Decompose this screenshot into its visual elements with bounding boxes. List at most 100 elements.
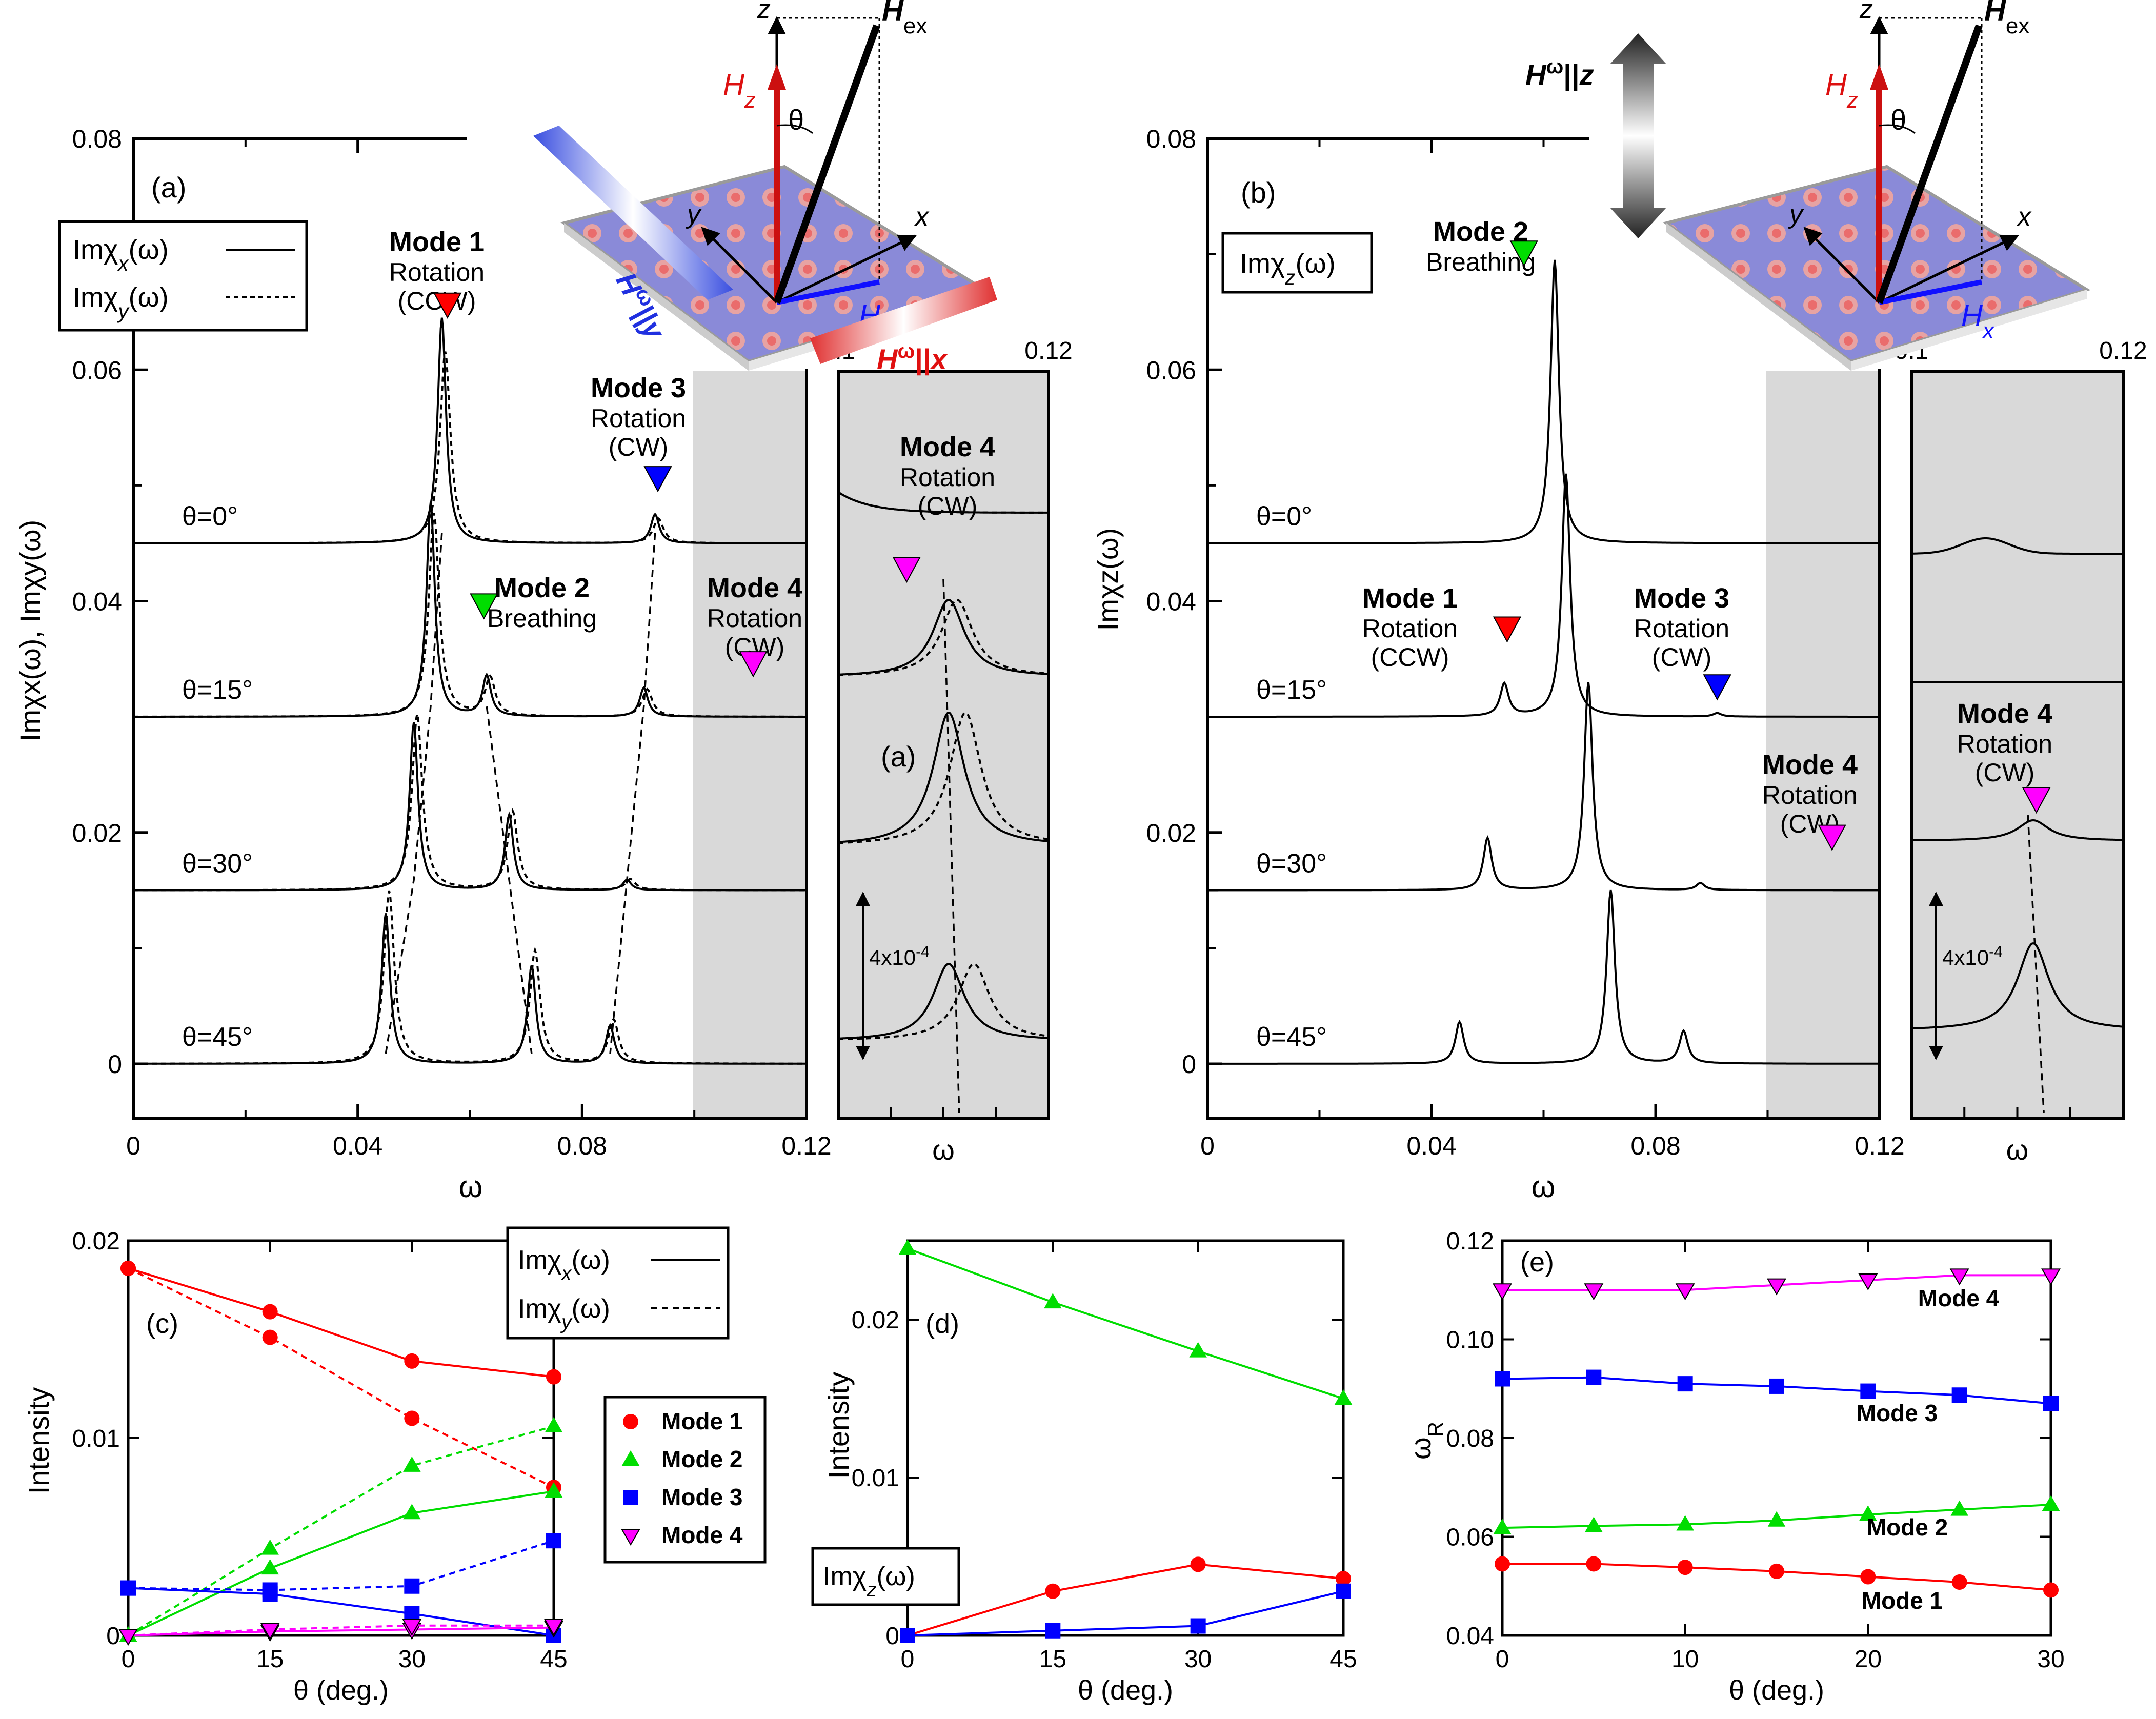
data-point (1495, 1556, 1510, 1572)
theta-label: θ (1890, 104, 1906, 136)
mode-annotation-title: Mode 4 (900, 432, 995, 462)
z-label: z (1859, 0, 1873, 24)
series-line (907, 1590, 1344, 1636)
x-tick-label: 0 (1200, 1131, 1215, 1160)
x-tick-label: 45 (540, 1646, 567, 1673)
data-point (262, 1329, 278, 1345)
legend-box (811, 1547, 960, 1606)
hx-arrow (1879, 279, 1982, 305)
legend-label-y: Imχy(ω) (73, 282, 169, 323)
data-point (403, 1456, 421, 1472)
data-point (404, 1353, 420, 1369)
data-point (1336, 1571, 1351, 1587)
hz-arrowhead (1870, 64, 1888, 90)
panel-label: (a) (151, 171, 186, 204)
y-tick-label: 0.02 (72, 819, 122, 847)
spectrum-curve-solid (1207, 473, 1880, 718)
data-point (545, 1417, 563, 1432)
h-omega-z-label: Hω||z (1525, 55, 1594, 91)
x-tick-label: 0.08 (1630, 1131, 1680, 1160)
h-omega-x-label: Hω||x (877, 340, 949, 376)
y-tick-label: 0.06 (72, 356, 122, 385)
y-axis-label: Intensity (23, 1387, 55, 1494)
x-tick-label: 0.08 (557, 1131, 607, 1160)
data-point (1950, 1500, 1968, 1516)
inset-curve (838, 962, 1049, 1041)
y-axis (701, 227, 778, 304)
spectrum-curve-solid (1207, 259, 1880, 544)
spectrum-curve-solid (1207, 681, 1880, 892)
mode-annotation-title: Mode 3 (591, 373, 686, 403)
y-tick-label: 0.04 (1446, 1623, 1494, 1650)
mode-marker-triangle (739, 651, 768, 678)
mode-legend-label: Mode 3 (661, 1484, 742, 1510)
y-tick-label: 0.08 (72, 125, 122, 153)
spectrum-curve-solid (1207, 889, 1880, 1065)
x-tick-label: 10 (1671, 1646, 1699, 1673)
panel-a-inset-frame (837, 370, 1050, 1120)
x-tick-label: 30 (2037, 1646, 2064, 1673)
data-point (1675, 1283, 1695, 1301)
data-point (900, 1628, 915, 1643)
scale-bar-label: 4x10-4 (869, 943, 930, 970)
data-point (1677, 1376, 1693, 1392)
inset-curve (838, 711, 1049, 843)
y-tick-label: 0 (885, 1623, 899, 1650)
mode-annotation-text: Rotation (389, 258, 485, 287)
y-tick-label: 0.08 (1446, 1425, 1494, 1452)
mode-marker-triangle (1818, 824, 1846, 851)
data-point (1860, 1569, 1876, 1585)
mode-annotation-title: Mode 2 (494, 573, 590, 603)
z-label: z (757, 0, 771, 24)
data-point (546, 1533, 561, 1549)
series-label: Mode 3 (1857, 1400, 1938, 1426)
y-tick-label: 0.02 (852, 1307, 899, 1334)
x-label: x (914, 202, 930, 232)
mode-tracking-line (385, 533, 443, 1054)
data-point (404, 1410, 420, 1426)
curve-label: θ=30° (1256, 849, 1327, 879)
hex-label: Hex (1984, 0, 2029, 38)
series-line (127, 1425, 554, 1636)
data-point (546, 1369, 561, 1385)
x-tick-label: 0.04 (1406, 1131, 1456, 1160)
data-point (1190, 1556, 1206, 1572)
mode-annotation-text: Rotation (900, 463, 995, 492)
data-point (1493, 1283, 1512, 1301)
data-point (403, 1504, 421, 1520)
data-point (1189, 1342, 1207, 1358)
data-point (2042, 1495, 2060, 1511)
plot-frame (906, 1239, 1345, 1637)
plot-frame (127, 1239, 555, 1637)
data-point (1951, 1387, 1967, 1403)
x-tick-label: 30 (1184, 1646, 1212, 1673)
y-tick-label: 0.06 (1146, 356, 1196, 385)
x-axis (1878, 234, 2020, 304)
y-tick-label: 0.02 (72, 1228, 120, 1255)
curve-label: θ=45° (1256, 1022, 1327, 1052)
x-axis-label: ω (1532, 1169, 1556, 1204)
x-tick-label: 0 (901, 1646, 915, 1673)
mode-annotation-text: Rotation (1762, 781, 1858, 810)
hz-label: Hz (1825, 68, 1858, 113)
film-edge (564, 223, 749, 371)
panel-a-shade (693, 371, 807, 1119)
mode-annotation-title: Mode 4 (707, 573, 802, 603)
data-point (1586, 1369, 1602, 1385)
mode-annotation-text: (CW) (1652, 643, 1712, 672)
inset-x-tick-label: 0.12 (1024, 337, 1072, 365)
inset-x-axis-label: ω (932, 1134, 955, 1166)
theta-arc (1879, 124, 1916, 134)
y-tick-label: 0.04 (1146, 588, 1196, 616)
y-tick-label: 0.12 (1446, 1228, 1494, 1255)
data-point (1336, 1583, 1351, 1599)
legend-label-z: Imχz(ω) (1240, 248, 1336, 289)
hz-arrowhead (768, 64, 786, 90)
mode-annotation-title: Mode 4 (1957, 698, 2052, 729)
mode-marker-triangle (1703, 674, 1731, 701)
data-point (1860, 1383, 1876, 1399)
data-point (1951, 1574, 1967, 1590)
